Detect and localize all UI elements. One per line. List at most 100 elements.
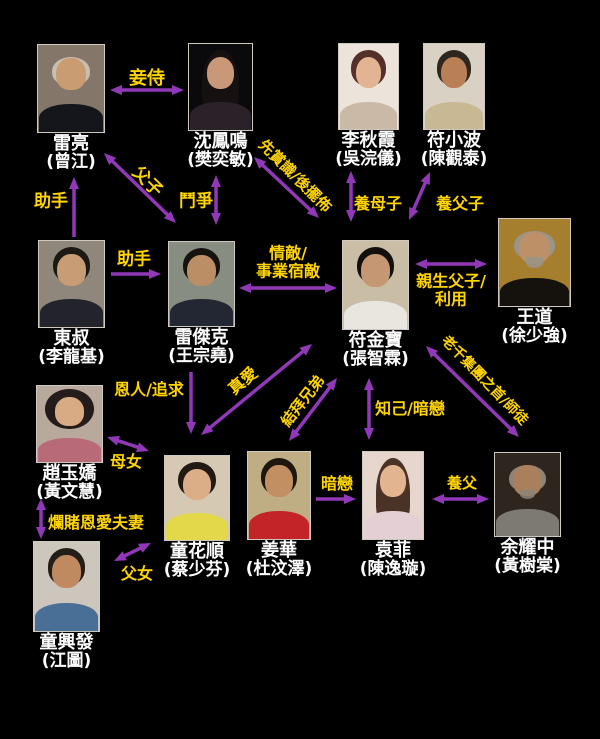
relation-label-anlian: 暗戀	[320, 474, 354, 494]
character-name: 趙玉嬌	[42, 463, 97, 484]
relation-label-qinsheng: 親生父子/利用	[416, 272, 486, 307]
actor-name: (李龍基)	[38, 347, 105, 367]
character-name: 童興發	[39, 632, 94, 653]
torso-shape	[38, 437, 101, 462]
beard-shape	[519, 489, 536, 500]
arrow-zhushou-left	[69, 177, 79, 237]
actor-name: (王宗堯)	[168, 346, 235, 366]
photo-tong-huashun	[164, 455, 230, 541]
photo-fu-jinbao	[342, 240, 409, 330]
person-label-yu-yaozhong: 余耀中(黃樹棠)	[494, 538, 561, 576]
arrow-enren	[186, 372, 196, 434]
person-label-tong-huashun: 童花順(蔡少芬)	[164, 542, 231, 580]
torso-shape	[364, 511, 422, 539]
relation-label-enren: 恩人/追求	[114, 380, 184, 400]
relation-label-line: 事業宿敵	[255, 261, 321, 280]
arrow-funv	[114, 543, 151, 561]
photo-jiang-hua	[247, 451, 311, 540]
face-shape	[355, 56, 382, 89]
relation-label-qieshi: 妾侍	[129, 68, 165, 90]
relation-label-qingdi: 情敵/事業宿敵	[256, 244, 320, 279]
relation-label-xianshangshi: 先賞識/後擺佈	[255, 135, 336, 216]
arrow-zhushou-mid	[111, 269, 161, 279]
torso-shape	[500, 278, 569, 306]
photo-zhao-yujiao	[36, 385, 103, 463]
person-label-lei-jieke: 雷傑克(王宗堯)	[168, 328, 235, 366]
arrow-landu	[36, 498, 46, 539]
actor-name: (江圖)	[41, 651, 92, 671]
person-label-fu-xiaobo: 符小波(陳觀泰)	[421, 131, 488, 169]
photo-tong-xingfa	[33, 541, 100, 632]
torso-shape	[425, 101, 483, 129]
relation-label-line: 情敵/	[269, 243, 307, 263]
person-label-lei-liang: 雷亮(曾江)	[46, 134, 96, 172]
photo-li-qiuxia	[338, 43, 399, 130]
actor-name: (黃文慧)	[36, 482, 103, 502]
person-label-li-qiuxia: 李秋霞(吳浣儀)	[335, 131, 402, 169]
face-shape	[182, 468, 212, 500]
arrow-yangfuzi	[409, 172, 430, 220]
person-label-fu-jinbao: 符金寶(張智霖)	[342, 331, 409, 369]
actor-name: (陳觀泰)	[420, 149, 488, 169]
arrow-munv	[107, 436, 149, 452]
character-name: 符金寶	[348, 330, 403, 351]
person-label-zhao-yujiao: 趙玉嬌(黃文慧)	[36, 464, 103, 502]
torso-shape	[170, 299, 233, 326]
person-label-shen-fengming: 沈鳳鳴(樊奕敏)	[187, 132, 254, 170]
relation-label-line: 利用	[434, 289, 468, 308]
face-shape	[57, 253, 86, 286]
actor-name: (吳浣儀)	[335, 149, 402, 169]
relation-label-zhushou-left: 助手	[34, 191, 68, 212]
relation-label-fuzi: 父子	[128, 162, 167, 201]
relation-label-zhushou-mid: 助手	[117, 249, 151, 270]
character-name: 雷亮	[52, 133, 89, 154]
torso-shape	[40, 299, 103, 327]
character-name: 李秋霞	[341, 130, 396, 151]
torso-shape	[496, 509, 559, 536]
relation-label-landu: 爛賭恩愛夫妻	[47, 513, 145, 533]
character-name: 王道	[516, 307, 553, 328]
actor-name: (樊奕敏)	[187, 150, 254, 170]
photo-dong-shu	[38, 240, 105, 328]
person-label-jiang-hua: 姜華(杜汶澤)	[246, 541, 313, 579]
torso-shape	[340, 101, 397, 129]
person-label-yuan-fei: 袁菲(陳逸璇)	[360, 541, 427, 579]
arrow-anlian	[316, 494, 356, 504]
actor-name: (黃樹棠)	[494, 556, 561, 576]
character-name: 袁菲	[374, 540, 411, 561]
actor-name: (蔡少芬)	[163, 560, 231, 580]
relation-label-jiebai: 結拜兄弟	[277, 371, 329, 431]
face-shape	[265, 465, 293, 498]
actor-name: (張智霖)	[342, 349, 409, 369]
torso-shape	[35, 602, 98, 631]
actor-name: (曾江)	[46, 152, 96, 172]
face-shape	[52, 555, 81, 589]
face-shape	[187, 254, 216, 286]
actor-name: (徐少強)	[501, 326, 568, 346]
photo-wang-dao	[498, 218, 571, 307]
photo-lei-liang	[37, 44, 105, 133]
character-name: 東叔	[53, 328, 90, 349]
character-name: 余耀中	[500, 537, 555, 558]
relation-label-laoqian: 老千集團之首/師徒	[438, 332, 531, 429]
torso-shape	[39, 104, 103, 132]
person-label-dong-shu: 東叔(李龍基)	[38, 329, 105, 367]
relation-label-yangmuzi: 養母子	[353, 194, 403, 214]
arrow-yangfu	[432, 494, 489, 504]
character-name: 童花順	[169, 541, 224, 562]
photo-fu-xiaobo	[423, 43, 485, 130]
arrow-zhiji	[364, 378, 374, 440]
torso-shape	[249, 511, 309, 539]
relation-label-funv: 父女	[120, 564, 154, 584]
torso-shape	[344, 300, 407, 329]
character-name: 符小波	[426, 130, 481, 151]
face-shape	[440, 56, 468, 89]
arrow-qinsheng	[415, 259, 487, 269]
relation-label-munv: 母女	[109, 452, 143, 472]
face-shape	[56, 58, 86, 91]
relation-label-yangfu: 養父	[446, 473, 478, 492]
relation-label-yangfuzi: 養父子	[435, 194, 485, 214]
photo-lei-jieke	[168, 241, 235, 327]
photo-yu-yaozhong	[494, 452, 561, 537]
